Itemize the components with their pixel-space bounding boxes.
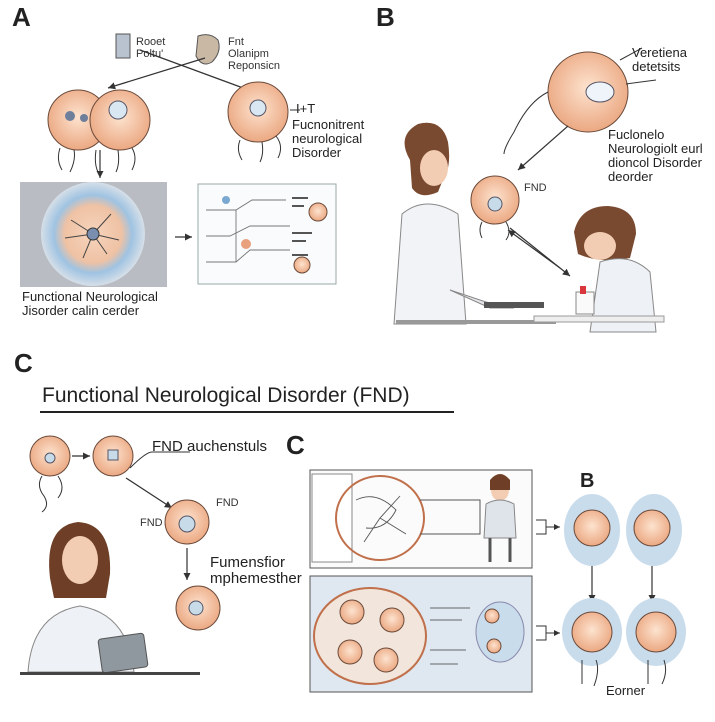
panel-c-label: C [14, 348, 33, 378]
b-text-mid-3: dioncol Disorder [608, 155, 702, 170]
woman-laptop-illustration [393, 122, 556, 325]
b-text-top-2: detetsits [632, 59, 681, 74]
b-text-top-1: Veretiena [632, 45, 687, 60]
c-side-2: mphemesther [210, 570, 302, 587]
woman-standing-illustration [483, 474, 517, 562]
panel-c2-sub-b: B [580, 470, 595, 492]
b-fnd-label: FND [524, 182, 547, 194]
b-text-mid-4: deorder [608, 169, 653, 184]
a-legend-1: Rooet [136, 36, 166, 48]
b-text-mid-2: Neurologiolt eurl [608, 141, 703, 156]
brain-icon [195, 34, 220, 65]
c-title-underline [40, 411, 454, 413]
a-legend-5: Reponsicn [228, 60, 280, 72]
cell-pair [47, 89, 151, 173]
a-legend-2: Poltu' [136, 48, 164, 60]
panel-c2-label: C [286, 430, 305, 460]
c-title: Functional Neurological Disorder (FND) [42, 384, 410, 407]
a-right-text-3: Disorder [292, 145, 342, 160]
c-fnd-a: FND [216, 497, 239, 509]
c-fnd-text: FND auchenstuls [152, 438, 268, 455]
a-t-label: I+T [296, 101, 316, 116]
a-caption-2: Jisorder calin cerder [22, 303, 140, 318]
a-caption-1: Functional Neurological [22, 289, 158, 304]
a-legend-4: Olanipm [228, 48, 269, 60]
network-box [197, 183, 337, 285]
woman-tablet-illustration [20, 522, 200, 675]
cell-right-a [227, 81, 289, 163]
b-text-mid-1: Fuclonelo [608, 127, 665, 142]
c-side-1: Fumensfior [210, 554, 286, 571]
vial-icon [115, 33, 131, 59]
woman-microscope-illustration [533, 206, 665, 333]
c2-bottom-label: Eorner [606, 683, 646, 698]
a-right-text-2: neurological [292, 131, 363, 146]
panel-a-label: A [12, 2, 31, 32]
c-fnd-b: FND [140, 517, 163, 529]
a-legend-3: Fnt [228, 36, 244, 48]
a-right-text-1: Fucnonitrent [292, 117, 365, 132]
panel-b-label: B [376, 2, 395, 32]
